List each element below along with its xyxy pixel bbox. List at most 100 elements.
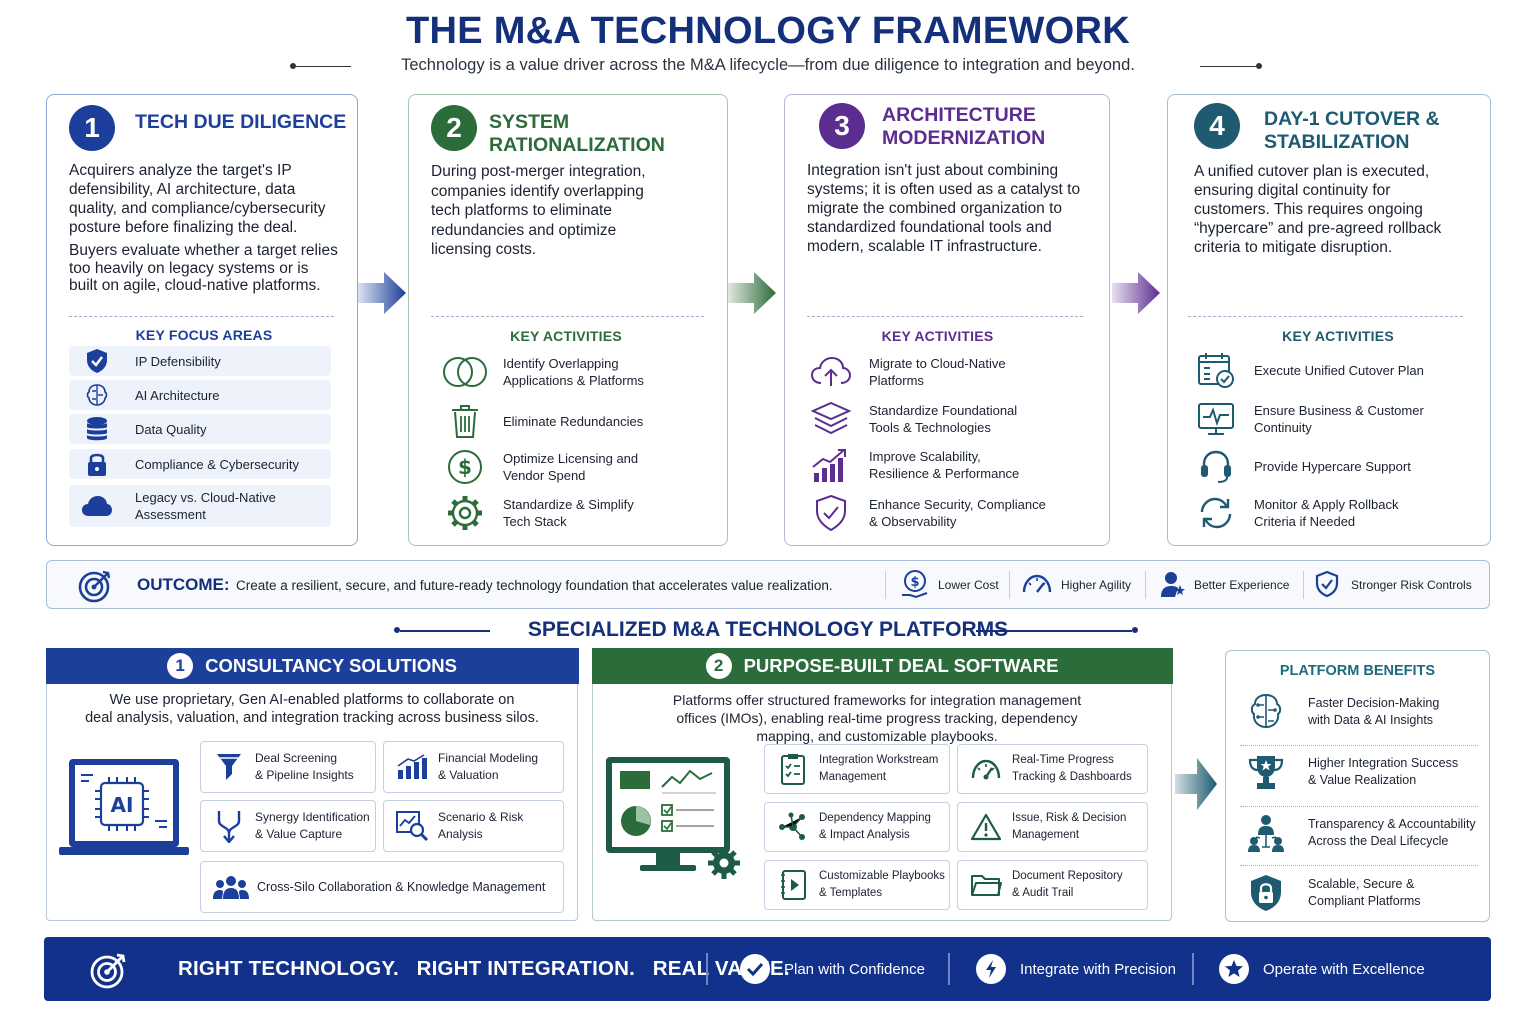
outcome-bar: OUTCOME: Create a resilient, secure, and… bbox=[46, 560, 1490, 609]
banner-item: Integrate with Precision bbox=[976, 953, 1176, 985]
divider bbox=[807, 316, 1083, 317]
activity-item: $ Optimize Licensing and Vendor Spend bbox=[441, 447, 663, 487]
banner-item: Operate with Excellence bbox=[1219, 953, 1425, 985]
dollar-icon: $ bbox=[441, 447, 489, 487]
stage-body-paragraph: Buyers evaluate whether a target relies … bbox=[69, 242, 338, 294]
growth-chart-icon bbox=[807, 445, 855, 485]
folder-icon bbox=[966, 872, 1006, 898]
activity-item: Migrate to Cloud-Native Platforms bbox=[807, 352, 1029, 392]
divider bbox=[69, 316, 334, 317]
section-heading: KEY FOCUS AREAS bbox=[135, 327, 273, 343]
playbook-icon bbox=[773, 869, 813, 901]
tile-label: Customizable Playbooks& Templates bbox=[819, 870, 945, 899]
page-subtitle: Technology is a value driver across the … bbox=[401, 56, 1135, 74]
banner-tagline: RIGHT TECHNOLOGY. RIGHT INTEGRATION. REA… bbox=[178, 957, 790, 980]
divider bbox=[1240, 865, 1478, 866]
banner-item-label: Integrate with Precision bbox=[1020, 960, 1176, 978]
stage-title: ARCHITECTURE MODERNIZATION bbox=[882, 104, 1046, 149]
stage-card-architecture-modernization: 3 ARCHITECTURE MODERNIZATION Integration… bbox=[784, 94, 1110, 546]
brain-icon bbox=[1240, 691, 1292, 733]
benefit-label: Scalable, Secure &Compliant Platforms bbox=[1308, 877, 1421, 908]
stage-card-system-rationalization: 2 SYSTEM RATIONALIZATION During post-mer… bbox=[408, 94, 728, 546]
people-network-icon bbox=[1240, 813, 1292, 853]
stage-body-paragraph: During post-merger integration, companie… bbox=[431, 163, 646, 258]
svg-text:$: $ bbox=[910, 575, 919, 590]
gear-icon bbox=[441, 493, 489, 533]
shield-check-icon bbox=[1315, 570, 1339, 601]
divider bbox=[1240, 806, 1478, 807]
panel-title: CONSULTANCY SOLUTIONS bbox=[205, 654, 457, 676]
focus-area-label: IP Defensibility bbox=[135, 353, 221, 369]
flow-arrow-icon bbox=[358, 272, 406, 314]
divider bbox=[431, 316, 704, 317]
focus-area-label: AI Architecture bbox=[135, 387, 220, 403]
activity-label: Standardize & Simplify Tech Stack bbox=[503, 497, 634, 529]
stage-number-badge: 4 bbox=[1194, 103, 1240, 149]
outcome-badge: Stronger Risk Controls bbox=[1315, 569, 1472, 601]
outcome-label: OUTCOME: bbox=[137, 575, 230, 594]
benefits-title: PLATFORM BENEFITS bbox=[1279, 663, 1436, 679]
divider bbox=[706, 953, 708, 985]
focus-area-item: IP Defensibility bbox=[69, 346, 331, 376]
activity-item: Ensure Business & Customer Continuity bbox=[1192, 399, 1429, 439]
tile-label: Cross-Silo Collaboration & Knowledge Man… bbox=[257, 879, 546, 894]
layers-icon bbox=[807, 399, 855, 439]
cloud-icon bbox=[79, 495, 115, 517]
consultancy-solutions-panel: 1 CONSULTANCY SOLUTIONS We use proprieta… bbox=[45, 647, 579, 921]
tile-label: Dependency Mapping& Impact Analysis bbox=[819, 812, 931, 841]
benefit-item: Higher Integration Success& Value Realiz… bbox=[1240, 753, 1480, 791]
description-line: Platforms offer structured frameworks fo… bbox=[672, 692, 1082, 708]
outcome-badge: Higher Agility bbox=[1021, 569, 1131, 601]
benefit-item: Scalable, Secure &Compliant Platforms bbox=[1240, 873, 1480, 913]
funnel-icon bbox=[209, 752, 249, 782]
headset-icon bbox=[1192, 446, 1240, 486]
activity-item: Enhance Security, Compliance & Observabi… bbox=[807, 493, 1049, 533]
lock-shield-icon bbox=[1240, 873, 1292, 913]
divider bbox=[1240, 745, 1478, 746]
stage-body-paragraph: Integration isn't just about combining s… bbox=[807, 162, 1081, 255]
gauge-icon bbox=[966, 756, 1006, 782]
activity-label: Identify Overlapping Applications & Plat… bbox=[503, 356, 644, 388]
overlap-circles-icon bbox=[441, 352, 489, 392]
activity-label: Monitor & Apply Rollback Criteria if Nee… bbox=[1254, 497, 1399, 529]
description-line: We use proprietary, Gen AI-enabled platf… bbox=[109, 692, 515, 708]
warning-icon bbox=[966, 813, 1006, 841]
activity-item: Provide Hypercare Support bbox=[1192, 446, 1411, 486]
trophy-icon bbox=[1240, 753, 1292, 791]
capability-tile: Cross-Silo Collaboration & Knowledge Man… bbox=[200, 861, 564, 913]
feature-tile: Customizable Playbooks& Templates bbox=[764, 860, 950, 910]
banner-item: Plan with Confidence bbox=[740, 953, 925, 985]
page-title: THE M&A TECHNOLOGY FRAMEWORK bbox=[405, 10, 1131, 52]
feature-tile: Dependency Mapping& Impact Analysis bbox=[764, 802, 950, 852]
check-icon bbox=[740, 954, 770, 984]
outcome-badge-label: Stronger Risk Controls bbox=[1351, 578, 1472, 592]
divider bbox=[1188, 316, 1463, 317]
database-icon bbox=[79, 416, 115, 442]
panel-number-badge: 1 bbox=[167, 652, 194, 679]
capability-tile: Synergy Identification& Value Capture bbox=[200, 800, 376, 852]
activity-label: Migrate to Cloud-Native Platforms bbox=[869, 356, 1006, 388]
banner-item-label: Plan with Confidence bbox=[784, 960, 925, 978]
activity-label: Enhance Security, Compliance & Observabi… bbox=[869, 497, 1046, 529]
focus-area-label: Data Quality bbox=[135, 421, 207, 437]
panel-number-badge: 2 bbox=[705, 652, 732, 679]
activity-item: Improve Scalability, Resilience & Perfor… bbox=[807, 445, 1039, 485]
flow-arrow-icon bbox=[1112, 272, 1160, 314]
title-left-dot bbox=[394, 627, 400, 633]
activity-item: Standardize & Simplify Tech Stack bbox=[441, 493, 663, 533]
shield-check-icon bbox=[807, 493, 855, 533]
title-right-dot bbox=[1132, 627, 1138, 633]
activity-item: Execute Unified Cutover Plan bbox=[1192, 350, 1434, 390]
outcome-badge-label: Better Experience bbox=[1194, 578, 1290, 592]
divider bbox=[885, 571, 886, 599]
cloud-upload-icon bbox=[807, 352, 855, 392]
title-left-line bbox=[400, 630, 490, 632]
stage-number-badge: 2 bbox=[431, 105, 477, 151]
focus-area-item: AI Architecture bbox=[69, 380, 331, 410]
